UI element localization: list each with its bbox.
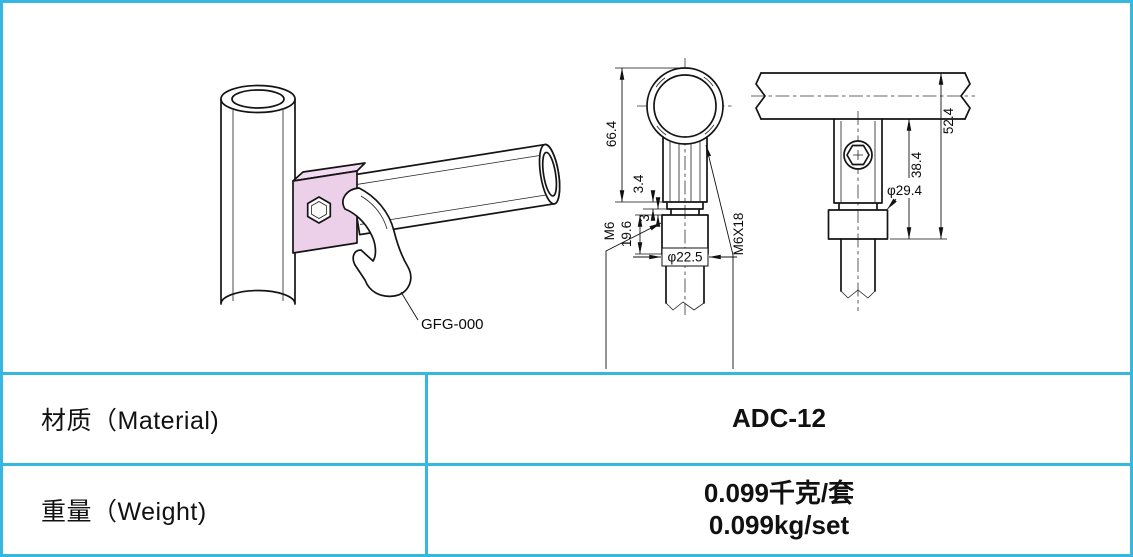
horizontal-tube [349, 143, 561, 236]
weight-value-per-set: 0.099kg/set [708, 510, 850, 540]
vertical-tube [220, 84, 296, 305]
weight-label: 重量（Weight) [3, 466, 428, 554]
dim-total-height: 66.4 [604, 120, 619, 147]
technical-drawing: GFG-000 [220, 58, 975, 369]
drawing-area: GFG-000 [3, 3, 1130, 372]
tube-break-lines [755, 72, 971, 120]
corner-connector [292, 162, 366, 254]
side-view: φ29.4 38.4 52.4 [751, 72, 975, 311]
hex-socket-icon [306, 196, 332, 224]
front-view: 66.4 3.4 3 19.6 M6 φ22.5 M6X18 [602, 58, 746, 369]
part-number-label: GFG-000 [421, 316, 484, 333]
boss-dia-box [661, 247, 709, 267]
isometric-view: GFG-000 [220, 84, 561, 333]
side-tube [755, 72, 971, 120]
dim-boss-diameter: φ22.5 [667, 250, 702, 265]
dim-step-upper: 3.4 [631, 174, 646, 193]
dim-boss-height: 19.6 [619, 221, 634, 247]
side-break-line [840, 289, 876, 299]
dim-screw-spec: M6X18 [731, 213, 746, 256]
m6-leader [605, 222, 662, 369]
weight-value-metric: 0.099千克/套 [703, 478, 855, 509]
material-value: ADC-12 [732, 403, 826, 434]
m6x18-leader [705, 144, 734, 369]
front-dimensions: 66.4 3.4 3 19.6 M6 φ22.5 M6X18 [602, 67, 746, 369]
weight-row: 重量（Weight) 0.099千克/套 0.099kg/set [3, 463, 1130, 554]
front-break-line [665, 301, 705, 311]
dim-height-to-flange: 38.4 [909, 151, 924, 178]
hook-claw [342, 187, 412, 298]
dim-side-total-height: 52.4 [941, 107, 956, 134]
dim-flange-diameter: φ29.4 [887, 183, 923, 198]
material-row: 材质（Material) ADC-12 [3, 372, 1130, 463]
side-dimensions: φ29.4 38.4 52.4 [885, 72, 956, 240]
material-label: 材质（Material) [3, 375, 428, 463]
side-connector-body [827, 118, 889, 299]
weight-value: 0.099千克/套 0.099kg/set [428, 466, 1130, 554]
dim-thread-spec: M6 [602, 222, 617, 241]
flange-dia-leader [887, 198, 897, 210]
tube-cross-section [646, 67, 724, 145]
side-lower-stub [840, 238, 876, 292]
dim-step-lower: 3 [637, 214, 652, 222]
part-number-leader [400, 291, 419, 321]
